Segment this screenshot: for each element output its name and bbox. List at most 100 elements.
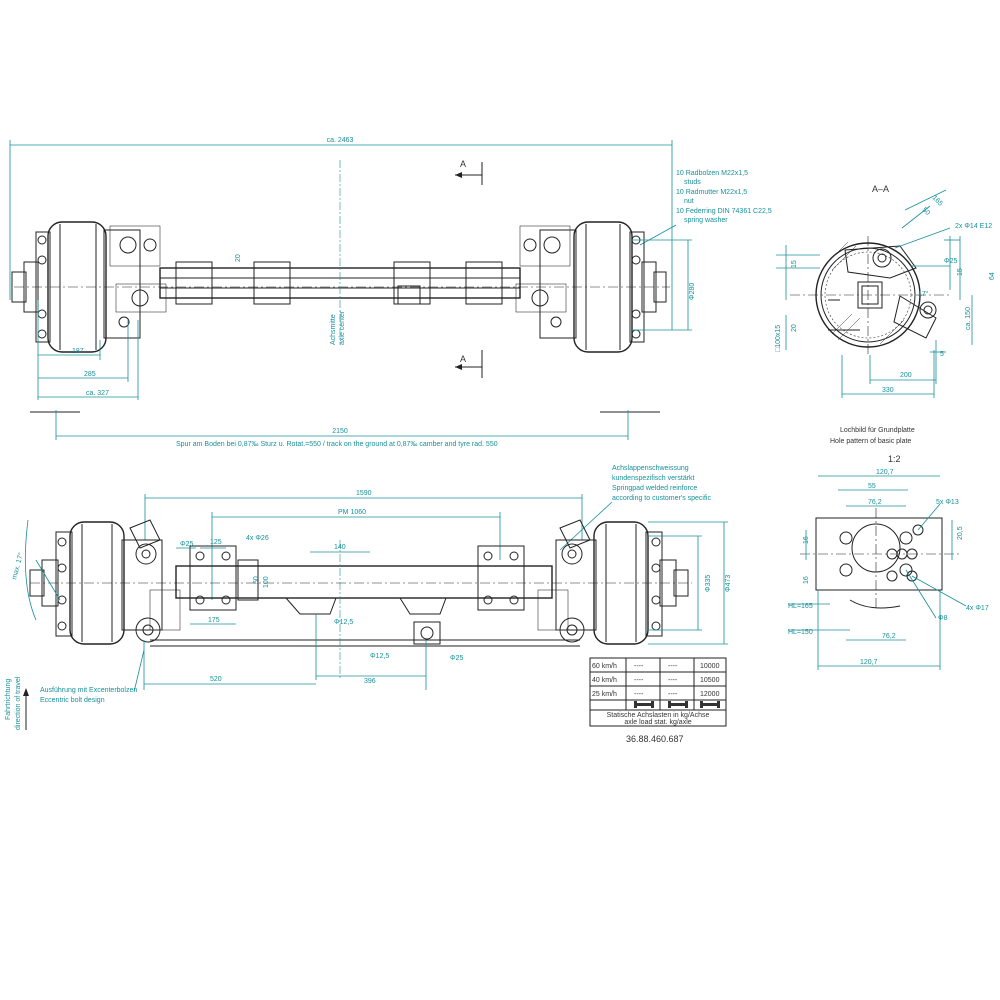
- left-hub-top: [11, 221, 167, 353]
- dim-327: ca. 327: [86, 390, 109, 397]
- axle-config-icons: [634, 701, 720, 708]
- part-number: 36.88.460.687: [626, 734, 684, 744]
- eccentric-en: Eccentric bolt design: [40, 697, 105, 704]
- dim-1207-bottom: 120,7: [860, 659, 878, 666]
- dim-330: 330: [882, 387, 894, 394]
- angle-17: 17°: [918, 290, 929, 298]
- load-table: 60 km/h ---- ---- 10000 40 km/h ---- ---…: [589, 657, 727, 744]
- weld-note-4: according to customer's specific: [612, 495, 711, 502]
- dim-125: 125: [210, 539, 222, 546]
- hole-pattern-scale: 1:2: [888, 454, 901, 464]
- left-hub-front: [29, 519, 181, 645]
- weld-note-3: Springpad welded reinforce: [612, 485, 697, 492]
- dim-20-top: 20: [235, 254, 242, 262]
- dim-55: 55: [868, 483, 876, 490]
- dim-762-bottom: 76,2: [882, 633, 896, 640]
- axle-beam-front: [30, 545, 692, 647]
- dia-8: Φ8: [938, 615, 948, 622]
- row1-c2: ----: [668, 663, 678, 670]
- row3-speed: 25 km/h: [592, 691, 617, 698]
- holes-5x13: 5x Φ13: [936, 499, 959, 506]
- row1-load: 10000: [700, 663, 720, 670]
- dia-25-section: Φ25: [944, 258, 957, 265]
- dim-165: 165: [931, 194, 944, 207]
- dim-762-top: 76,2: [868, 499, 882, 506]
- note-washer-de: 10 Federring DIN 74361 C22,5: [676, 208, 772, 215]
- row2-load: 10500: [700, 677, 720, 684]
- section-a-a: A–A 165 50 2x Φ14 E12 Φ25: [775, 184, 996, 398]
- axle-center-de: Achsmitte: [330, 314, 337, 345]
- dim-16-a: 16: [803, 536, 810, 544]
- section-mark-bottom: A: [460, 354, 466, 364]
- track-value: 2150: [332, 428, 348, 435]
- dim-1590: 1590: [356, 490, 372, 497]
- weld-note-2: kundenspezifisch verstärkt: [612, 475, 695, 482]
- hole-pattern-title-de: Lochbild für Grundplatte: [840, 427, 915, 434]
- dia-280: Φ280: [689, 283, 696, 300]
- dim-15-left: 15: [791, 260, 798, 268]
- dia-473: Φ473: [725, 575, 732, 592]
- axle-center-en: axle center: [339, 310, 346, 345]
- note-washer-en: spring washer: [684, 217, 728, 224]
- section-title: A–A: [872, 184, 889, 194]
- dim-100-front: 100: [263, 576, 270, 588]
- axle-beam-top: [14, 261, 670, 305]
- row2-c2: ----: [668, 677, 678, 684]
- note-nut-de: 10 Radmutter M22x1,5: [676, 189, 747, 196]
- right-hub-front: [537, 519, 689, 645]
- hl150: HL=150: [788, 629, 813, 636]
- direction-en: direction of travel: [15, 676, 22, 730]
- row2-speed: 40 km/h: [592, 677, 617, 684]
- eccentric-de: Ausführung mit Excenterbolzen: [40, 687, 137, 694]
- dim-5: 5: [940, 351, 944, 358]
- track-note: Spur am Boden bei 0,87‰ Sturz u. Rotat.=…: [176, 441, 498, 448]
- holes-4x26: 4x Φ26: [246, 535, 269, 542]
- fastener-notes: 10 Radbolzen M22x1,5 studs 10 Radmutter …: [639, 170, 772, 246]
- dim-520: 520: [210, 676, 222, 683]
- dim-64: 64: [989, 272, 996, 280]
- row1-c1: ----: [634, 663, 644, 670]
- top-view: ca. 2463 A A 10 Radbolzen M22x1,5 studs …: [9, 137, 772, 448]
- dim-100x15: □100x15: [775, 325, 782, 352]
- row1-speed: 60 km/h: [592, 663, 617, 670]
- holes-4x17: 4x Φ17: [966, 605, 989, 612]
- front-view: 1590 PM 1060 Achslappenschweissung kunde…: [5, 465, 732, 730]
- pm-1060: PM 1060: [338, 509, 366, 516]
- dia-25-b: Φ25: [450, 655, 463, 662]
- dim-50-front: 50: [253, 576, 260, 584]
- direction-de: Fahrtrichtung: [5, 679, 12, 720]
- dia-335: Φ335: [705, 575, 712, 592]
- dia-25-front: Φ25: [180, 541, 193, 548]
- dim-187: 187: [72, 348, 84, 355]
- note-nut-en: nut: [684, 198, 694, 205]
- max-angle: max. 17°: [10, 551, 25, 580]
- hl165: HL=165: [788, 603, 813, 610]
- note-studs-de: 10 Radbolzen M22x1,5: [676, 170, 748, 177]
- table-caption-en: axle load stat. kg/axle: [624, 719, 691, 726]
- row3-c1: ----: [634, 691, 644, 698]
- row3-load: 12000: [700, 691, 720, 698]
- note-studs-en: studs: [684, 179, 701, 186]
- bolt-spec: 2x Φ14 E12: [955, 223, 992, 230]
- dim-285: 285: [84, 371, 96, 378]
- hole-pattern-title-en: Hole pattern of basic plate: [830, 438, 911, 445]
- dim-175: 175: [208, 617, 220, 624]
- dim-140: 140: [334, 544, 346, 551]
- dim-396: 396: [364, 678, 376, 685]
- weld-note: Achslappenschweissung kundenspezifisch v…: [559, 465, 711, 551]
- dim-50-section: 50: [921, 206, 932, 217]
- section-mark-top: A: [460, 159, 466, 169]
- overall-length-label: ca. 2463: [327, 137, 354, 144]
- weld-note-1: Achslappenschweissung: [612, 465, 689, 472]
- dia-125-b: Φ12,5: [370, 653, 389, 660]
- dim-1207-top: 120,7: [876, 469, 894, 476]
- dim-ca150: ca. 150: [965, 307, 972, 330]
- dia-125-a: Φ12,5: [334, 619, 353, 626]
- hole-pattern-view: Lochbild für Grundplatte Hole pattern of…: [788, 427, 989, 670]
- dim-200: 200: [900, 372, 912, 379]
- dim-20-section: 20: [791, 324, 798, 332]
- table-caption-de: Statische Achslasten in kg/Achse: [607, 712, 710, 719]
- dim-16-b: 16: [803, 576, 810, 584]
- row3-c2: ----: [668, 691, 678, 698]
